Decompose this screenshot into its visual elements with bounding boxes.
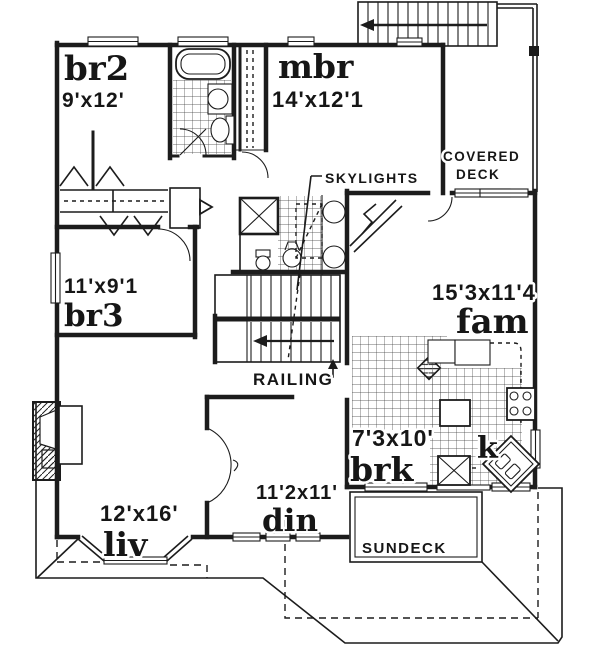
vanity-sink xyxy=(322,200,346,224)
interior-stairs xyxy=(214,273,341,363)
covered-deck-label-line2: DECK xyxy=(456,167,500,182)
closet-door-swing xyxy=(199,198,214,216)
stair-direction-arrow xyxy=(253,335,267,347)
room-name-brk: brk xyxy=(350,450,414,489)
skylights-leader xyxy=(296,175,322,291)
sundeck-outline xyxy=(349,491,483,563)
exterior-stairs xyxy=(357,1,498,47)
roof-outline xyxy=(35,402,563,644)
sundeck-label: SUNDECK xyxy=(362,540,447,557)
room-name-kitchen: k xyxy=(477,431,499,466)
upper-cabinets xyxy=(490,342,522,423)
room-name-din: din xyxy=(262,503,318,539)
railing-leader xyxy=(327,359,338,378)
room-dims-br2: 9'x12' xyxy=(62,89,125,112)
fireplace xyxy=(349,199,442,381)
skylights-label: SKYLIGHTS xyxy=(325,170,419,186)
mbr-closet xyxy=(246,50,254,148)
deck-railing xyxy=(497,3,539,192)
room-dims-mbr: 14'x12'1 xyxy=(272,87,364,112)
bathroom-middle xyxy=(238,195,346,275)
hall-door xyxy=(241,151,269,179)
room-dims-br3: 11'x9'1 xyxy=(64,275,138,298)
covered-deck-label-line1: COVERED xyxy=(443,149,520,164)
room-dims-brk: 7'3x10' xyxy=(352,425,434,451)
br3-door xyxy=(157,228,191,262)
sink xyxy=(207,88,229,110)
top-wall-windows xyxy=(87,36,423,47)
corner-sink xyxy=(481,434,541,494)
liv-din-opening xyxy=(206,427,232,504)
vanity-sink xyxy=(322,245,346,269)
pedestal-sink xyxy=(282,248,302,268)
counter xyxy=(454,339,491,366)
room-dims-liv: 12'x16' xyxy=(100,501,179,526)
toilet xyxy=(255,255,271,271)
kitchen-fixtures xyxy=(427,339,541,494)
room-name-mbr: mbr xyxy=(278,47,354,86)
room-name-br3: br3 xyxy=(64,298,124,334)
room-dims-din: 11'2x11' xyxy=(256,482,338,504)
hall-closets xyxy=(59,165,214,237)
door-swings xyxy=(157,151,453,504)
bay-window xyxy=(77,535,193,565)
island xyxy=(439,399,471,427)
bathroom-top xyxy=(175,48,235,156)
stair-direction-arrow xyxy=(360,19,374,31)
room-name-br2: br2 xyxy=(64,49,129,89)
toilet xyxy=(210,117,230,143)
room-dims-fam: 15'3x11'4 xyxy=(432,280,536,305)
railing-label: RAILING xyxy=(253,370,333,389)
door-swing xyxy=(179,128,207,156)
room-name-fam: fam xyxy=(456,302,529,342)
room-name-liv: liv xyxy=(103,525,148,564)
counter xyxy=(427,339,456,364)
fam-door xyxy=(427,196,453,222)
